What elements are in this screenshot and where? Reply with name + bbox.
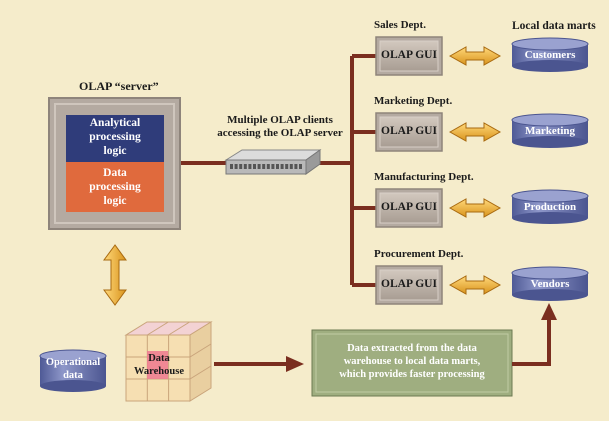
- switch-port: [271, 164, 275, 169]
- gui-mart-arrows: [448, 46, 502, 295]
- switch-port: [230, 164, 233, 169]
- department-name: Marketing Dept.: [374, 95, 453, 107]
- olap-gui-label: OLAP GUI: [381, 49, 437, 61]
- switch-port: [262, 164, 266, 169]
- double-arrow-icon: [448, 198, 502, 218]
- extract-box-text: Data extracted from the data warehouse t…: [312, 342, 512, 381]
- analytical-line-2: processing: [89, 131, 141, 143]
- analytical-processing-label: Analytical processing logic: [66, 116, 164, 158]
- network-switch-icon: [224, 149, 322, 175]
- department-name: Sales Dept.: [374, 19, 426, 31]
- data-mart-label: Production: [523, 201, 577, 213]
- analytical-line-1: Analytical: [89, 117, 141, 129]
- switch-port: [280, 164, 284, 169]
- data-logic-line-1: Data: [103, 167, 127, 179]
- data-processing-block: [66, 162, 164, 212]
- analytical-line-3: logic: [103, 145, 127, 157]
- switch-port: [239, 164, 243, 169]
- extract-line-3: which provides faster processing: [339, 369, 485, 380]
- data-processing-label: Data processing logic: [66, 166, 164, 208]
- switch-port: [294, 164, 298, 169]
- switch-port: [257, 164, 261, 169]
- data-logic-line-3: logic: [103, 195, 127, 207]
- switch-port: [266, 164, 270, 169]
- switch-port: [285, 164, 289, 169]
- connector-lines: [180, 54, 376, 287]
- operational-data-label: Operational data: [40, 356, 106, 382]
- extract-to-vendors-arrow: [512, 303, 557, 366]
- data-warehouse-cube: [124, 321, 213, 402]
- server-warehouse-arrow: [103, 244, 127, 306]
- olap-gui-label: OLAP GUI: [381, 201, 437, 213]
- olap-server: [48, 97, 181, 230]
- department-name: Procurement Dept.: [374, 248, 464, 260]
- switch-port: [299, 164, 302, 169]
- clients-caption: Multiple OLAP clients accessing the OLAP…: [210, 114, 350, 140]
- olap-gui-label: OLAP GUI: [381, 278, 437, 290]
- double-arrow-icon: [448, 275, 502, 295]
- switch-port: [243, 164, 247, 169]
- extract-line-2: warehouse to local data marts,: [343, 356, 481, 367]
- data-mart-label: Marketing: [524, 125, 576, 137]
- warehouse-line-2: Warehouse: [134, 366, 184, 377]
- operational-line-1: Operational: [45, 357, 101, 368]
- local-data-marts-header: Local data marts: [512, 20, 596, 32]
- warehouse-label: Data Warehouse: [128, 352, 190, 378]
- clients-caption-line-2: accessing the OLAP server: [217, 127, 343, 139]
- data-logic-line-2: processing: [89, 181, 141, 193]
- operational-line-2: data: [63, 370, 83, 381]
- switch-port: [248, 164, 252, 169]
- switch-port: [276, 164, 279, 169]
- department-name: Manufacturing Dept.: [374, 171, 474, 183]
- gui-boxes: [375, 36, 443, 305]
- switch-port: [234, 164, 238, 169]
- operational-data-cylinder: [39, 349, 107, 392]
- data-mart-label: Customers: [524, 49, 576, 61]
- warehouse-line-1: Data: [148, 353, 170, 364]
- double-arrow-icon: [448, 122, 502, 142]
- data-mart-label: Vendors: [530, 278, 570, 290]
- switch-port: [253, 164, 256, 169]
- analytical-processing-block: [66, 115, 164, 162]
- extract-box: [311, 329, 513, 397]
- extract-line-1: Data extracted from the data: [347, 343, 477, 354]
- olap-server-title: OLAP “server”: [79, 79, 159, 93]
- switch-port: [289, 164, 293, 169]
- data-mart-cylinders: [511, 37, 589, 301]
- warehouse-to-extract-arrow: [214, 356, 304, 372]
- double-arrow-icon: [448, 46, 502, 66]
- clients-caption-line-1: Multiple OLAP clients: [227, 114, 333, 126]
- olap-gui-label: OLAP GUI: [381, 125, 437, 137]
